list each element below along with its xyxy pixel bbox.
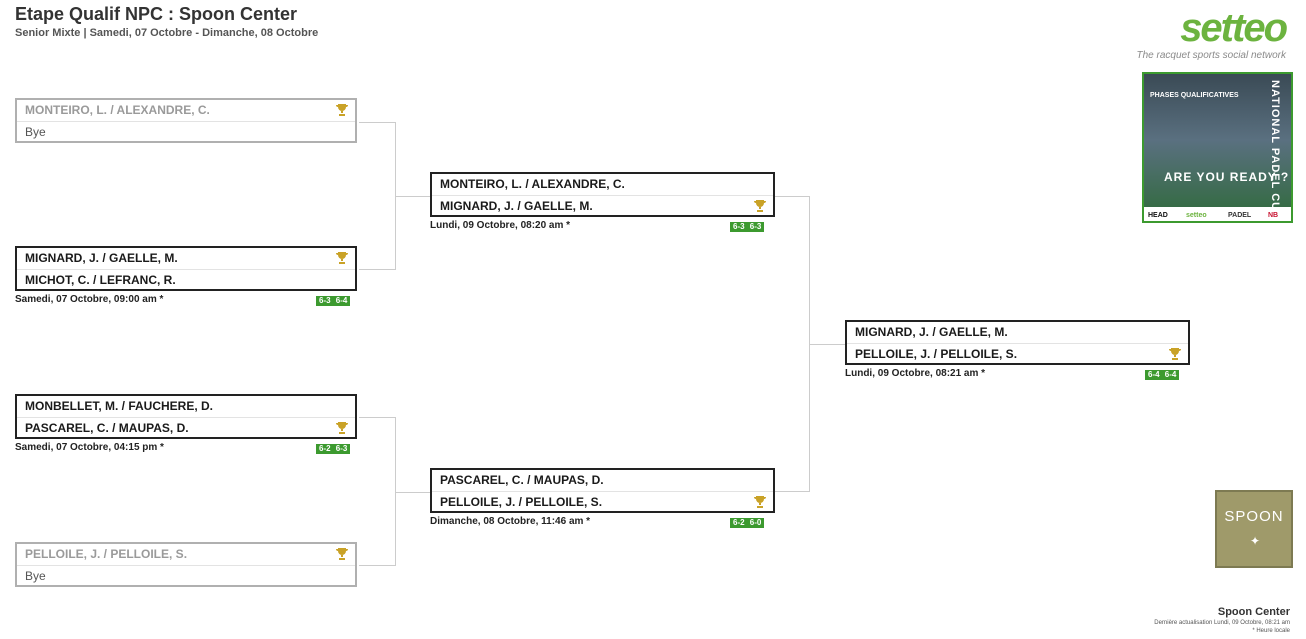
bracket-connector xyxy=(396,196,430,197)
team-name: MIGNARD, J. / GAELLE, M. xyxy=(440,199,593,213)
team-name: PASCAREL, C. / MAUPAS, D. xyxy=(440,473,604,487)
match-card[interactable]: MONBELLET, M. / FAUCHERE, D. PASCAREL, C… xyxy=(15,394,357,439)
npc-poster[interactable]: PHASES QUALIFICATIVES ARE YOU READY ? NA… xyxy=(1142,72,1293,223)
team-slot: PELLOILE, J. / PELLOILE, S. xyxy=(432,492,773,513)
sponsor-head: HEAD xyxy=(1148,212,1168,219)
bracket-connector xyxy=(359,417,396,566)
match-time: Samedi, 07 Octobre, 09:00 am * xyxy=(15,294,164,305)
match-score: 6-2 6-3 xyxy=(316,444,351,454)
bracket-connector xyxy=(810,344,845,345)
match-score: 6-3 6-4 xyxy=(316,296,351,306)
trophy-icon xyxy=(754,200,766,212)
spoon-venue-logo[interactable]: SPOON ✦ xyxy=(1215,490,1293,568)
team-slot: PELLOILE, J. / PELLOILE, S. xyxy=(847,344,1188,365)
sponsor-setteo: setteo xyxy=(1186,212,1207,219)
sponsor-nb: NB xyxy=(1268,212,1279,219)
setteo-logo[interactable]: setteo The racquet sports social network xyxy=(1136,6,1288,62)
match-card[interactable]: MONTEIRO, L. / ALEXANDRE, C. Bye xyxy=(15,98,357,143)
racket-icon: ✦ xyxy=(1249,534,1261,548)
team-slot: MONTEIRO, L. / ALEXANDRE, C. xyxy=(17,100,355,122)
trophy-icon xyxy=(336,422,348,434)
match-score: 6-3 6-3 xyxy=(730,222,765,232)
footer-updated: Dernière actualisation Lundi, 09 Octobre… xyxy=(1154,620,1290,626)
poster-tagline: ARE YOU READY ? xyxy=(1164,170,1290,184)
match-time: Lundi, 09 Octobre, 08:21 am * xyxy=(845,368,986,379)
team-name: PELLOILE, J. / PELLOILE, S. xyxy=(25,547,188,561)
bracket-connector xyxy=(774,196,810,492)
trophy-icon xyxy=(1169,348,1181,360)
team-slot: PASCAREL, C. / MAUPAS, D. xyxy=(432,470,773,492)
team-name: Bye xyxy=(25,125,46,139)
poster-sponsor-strip: HEAD setteo PADEL NB xyxy=(1144,207,1291,221)
team-slot: PASCAREL, C. / MAUPAS, D. xyxy=(17,418,355,439)
team-name: PELLOILE, J. / PELLOILE, S. xyxy=(855,347,1018,361)
trophy-icon xyxy=(754,496,766,508)
team-slot: MIGNARD, J. / GAELLE, M. xyxy=(432,196,773,217)
team-name: MONTEIRO, L. / ALEXANDRE, C. xyxy=(440,177,625,191)
team-slot: Bye xyxy=(17,122,355,143)
venue-logo-name: SPOON xyxy=(1224,508,1284,525)
match-card[interactable]: MIGNARD, J. / GAELLE, M. PELLOILE, J. / … xyxy=(845,320,1190,365)
page-subtitle: Senior Mixte | Samedi, 07 Octobre - Dima… xyxy=(15,27,319,39)
team-slot: MONTEIRO, L. / ALEXANDRE, C. xyxy=(432,174,773,196)
team-name: MIGNARD, J. / GAELLE, M. xyxy=(25,251,178,265)
team-name: MICHOT, C. / LEFRANC, R. xyxy=(25,273,176,287)
match-score: 6-2 6-0 xyxy=(730,518,765,528)
team-name: MONTEIRO, L. / ALEXANDRE, C. xyxy=(25,103,210,117)
match-card[interactable]: MONTEIRO, L. / ALEXANDRE, C. MIGNARD, J.… xyxy=(430,172,775,217)
logo-tagline: The racquet sports social network xyxy=(1136,50,1286,61)
page-title: Etape Qualif NPC : Spoon Center xyxy=(15,4,298,24)
footer-note: * Heure locale xyxy=(1252,628,1290,634)
team-slot: MIGNARD, J. / GAELLE, M. xyxy=(847,322,1188,344)
team-slot: MIGNARD, J. / GAELLE, M. xyxy=(17,248,355,270)
team-slot: MICHOT, C. / LEFRANC, R. xyxy=(17,270,355,291)
match-time: Dimanche, 08 Octobre, 11:46 am * xyxy=(430,516,591,527)
team-slot: MONBELLET, M. / FAUCHERE, D. xyxy=(17,396,355,418)
match-time: Lundi, 09 Octobre, 08:20 am * xyxy=(430,220,571,231)
team-slot: Bye xyxy=(17,566,355,587)
poster-phases: PHASES QUALIFICATIVES xyxy=(1150,92,1239,99)
sponsor-padel: PADEL xyxy=(1228,212,1252,219)
match-card[interactable]: MIGNARD, J. / GAELLE, M. MICHOT, C. / LE… xyxy=(15,246,357,291)
footer-center-name: Spoon Center xyxy=(1217,606,1290,618)
team-name: PASCAREL, C. / MAUPAS, D. xyxy=(25,421,189,435)
team-name: MIGNARD, J. / GAELLE, M. xyxy=(855,325,1008,339)
team-name: PELLOILE, J. / PELLOILE, S. xyxy=(440,495,603,509)
match-card[interactable]: PASCAREL, C. / MAUPAS, D. PELLOILE, J. /… xyxy=(430,468,775,513)
poster-vertical-title: NATIONAL PADEL CUP xyxy=(1269,80,1281,220)
team-slot: PELLOILE, J. / PELLOILE, S. xyxy=(17,544,355,566)
trophy-icon xyxy=(336,252,348,264)
match-time: Samedi, 07 Octobre, 04:15 pm * xyxy=(15,442,164,453)
bracket-connector xyxy=(359,122,396,270)
trophy-icon xyxy=(336,104,348,116)
match-card[interactable]: PELLOILE, J. / PELLOILE, S. Bye xyxy=(15,542,357,587)
team-name: MONBELLET, M. / FAUCHERE, D. xyxy=(25,399,214,413)
logo-brand: setteo xyxy=(1180,6,1288,50)
team-name: Bye xyxy=(25,569,46,583)
match-score: 6-4 6-4 xyxy=(1145,370,1180,380)
trophy-icon xyxy=(336,548,348,560)
bracket-connector xyxy=(396,492,430,493)
